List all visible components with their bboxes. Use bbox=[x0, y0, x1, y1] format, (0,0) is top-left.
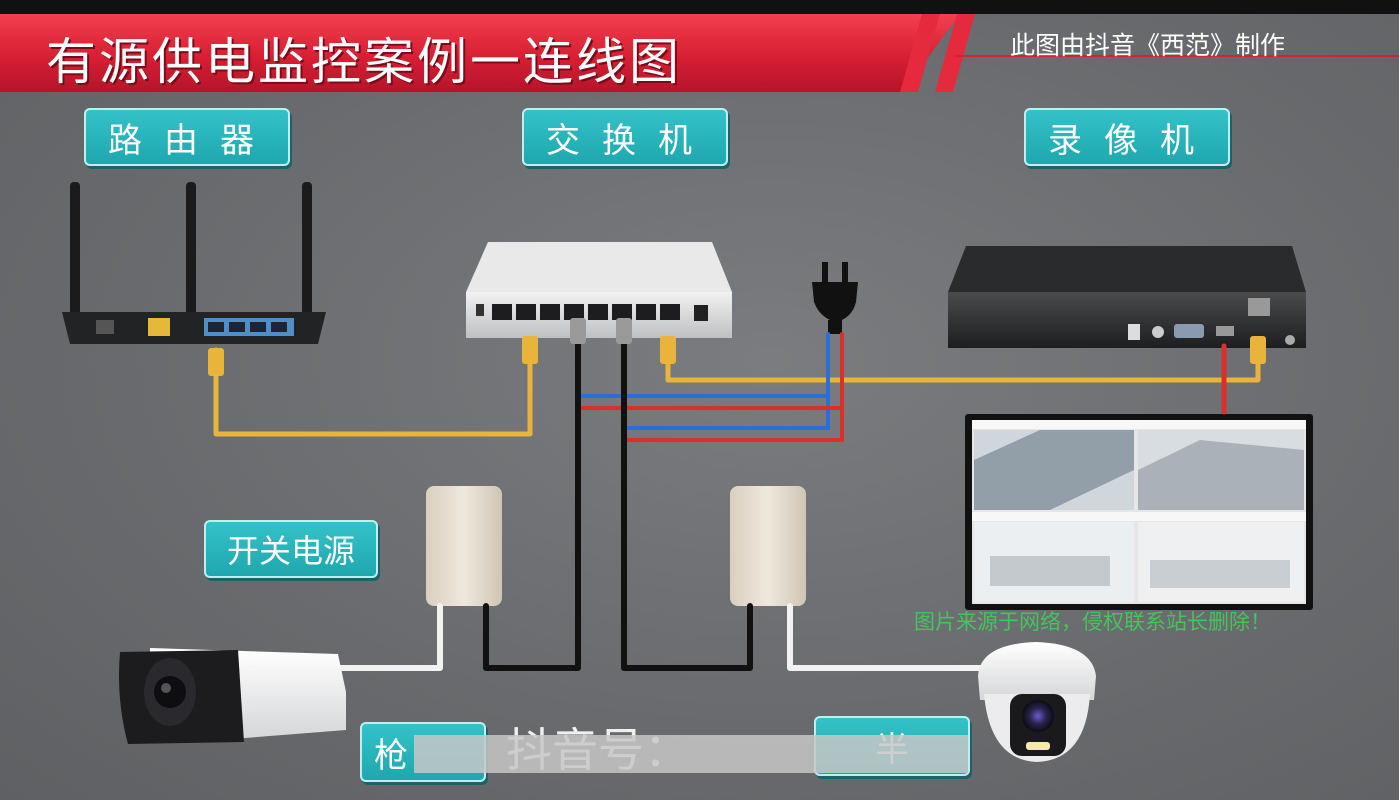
power-plug-icon bbox=[812, 262, 858, 334]
dome-camera bbox=[978, 642, 1096, 762]
source-watermark: 图片来源于网络，侵权联系站长删除！ bbox=[914, 610, 1271, 634]
credit-underline bbox=[955, 55, 1399, 57]
router-power-port bbox=[96, 320, 114, 334]
ethernet-cable-to-gun bbox=[483, 323, 581, 671]
ethernet-cable-router-switch bbox=[213, 337, 533, 437]
power-supply-right bbox=[730, 486, 806, 606]
title-banner bbox=[0, 14, 960, 92]
router-antenna bbox=[186, 182, 196, 332]
router-device bbox=[62, 182, 326, 344]
dome-camera-base bbox=[978, 642, 1096, 700]
nvr-label: 录像机 bbox=[1024, 108, 1230, 166]
nvr-device bbox=[948, 246, 1306, 348]
switch-device bbox=[466, 242, 732, 338]
diagram-title: 有源供电监控案例一连线图 bbox=[46, 33, 682, 91]
nvr-ethernet-port bbox=[1248, 298, 1270, 316]
credit-text: 此图由抖音《西范》制作 bbox=[1010, 31, 1286, 60]
nvr-top bbox=[948, 246, 1306, 292]
blurred-overlay bbox=[414, 735, 968, 773]
router-label: 路由器 bbox=[84, 108, 290, 166]
switch-power-socket bbox=[694, 305, 708, 321]
switch-ports bbox=[492, 304, 680, 320]
power-cable-to-dome bbox=[787, 603, 993, 671]
dome-camera-lens bbox=[1022, 700, 1054, 732]
switch-label: 交换机 bbox=[522, 108, 728, 166]
bullet-camera bbox=[119, 648, 346, 744]
router-wan-port bbox=[148, 318, 170, 336]
monitor bbox=[965, 414, 1313, 610]
router-antenna bbox=[302, 182, 312, 332]
router-antenna bbox=[70, 182, 80, 332]
power-cable-to-gun bbox=[327, 603, 443, 671]
nvr-back-panel bbox=[948, 292, 1306, 348]
power-supply-left bbox=[426, 486, 502, 606]
top-black-bar bbox=[0, 0, 1399, 14]
camera-feed bbox=[1138, 522, 1304, 602]
ethernet-cable-to-dome bbox=[621, 323, 753, 671]
rj45-connectors bbox=[208, 318, 1266, 376]
switch-top bbox=[466, 242, 732, 292]
power-supply-label: 开关电源 bbox=[204, 520, 378, 578]
